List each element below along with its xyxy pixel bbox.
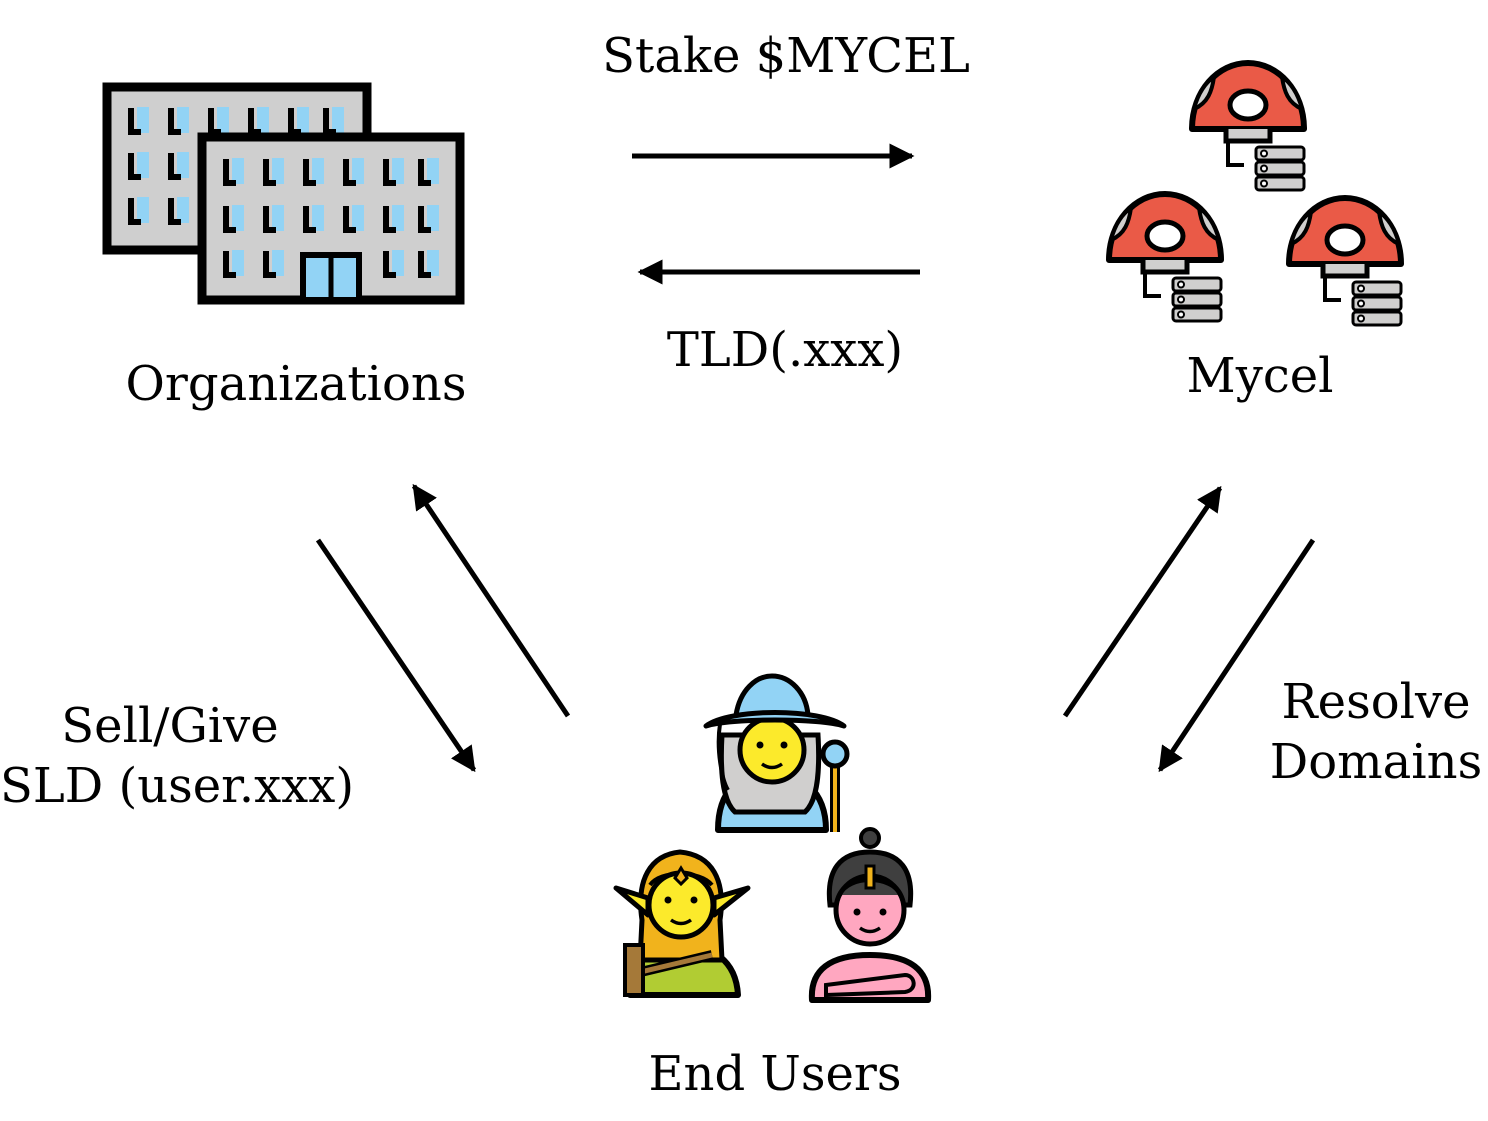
wizard-icon <box>703 673 850 833</box>
arrows <box>315 143 1316 773</box>
edge-label-sell-give-line2: SLD (user.xxx) <box>0 758 355 814</box>
office-buildings-icon <box>102 82 465 305</box>
mushroom-server-left <box>1106 191 1224 323</box>
mushroom-server-right <box>1286 195 1404 327</box>
arrow-mycel-to-end-users <box>1157 538 1316 773</box>
arrow-end-users-to-organizations <box>411 483 571 718</box>
edge-label-sell-give: Sell/Give SLD (user.xxx) <box>0 696 355 816</box>
edge-label-resolve-line1: Resolve <box>1281 674 1471 730</box>
person-icon <box>808 827 932 1003</box>
node-label-mycel: Mycel <box>1186 348 1334 404</box>
arrow-organizations-to-end-users <box>315 538 477 773</box>
node-label-organizations: Organizations <box>125 356 467 412</box>
edge-label-sell-give-line1: Sell/Give <box>61 698 279 754</box>
mushroom-servers-icon <box>1106 60 1404 327</box>
fantasy-people-icon <box>613 673 932 1003</box>
edge-label-resolve-domains: Resolve Domains <box>1264 672 1488 792</box>
node-label-end-users: End Users <box>648 1046 902 1102</box>
edge-label-stake: Stake $MYCEL <box>602 28 970 84</box>
edge-label-tld: TLD(.xxx) <box>666 322 904 378</box>
mushroom-server-top <box>1189 60 1307 192</box>
elf-icon <box>613 849 751 998</box>
edge-label-resolve-line2: Domains <box>1269 734 1483 790</box>
arrow-end-users-to-mycel <box>1062 485 1223 718</box>
